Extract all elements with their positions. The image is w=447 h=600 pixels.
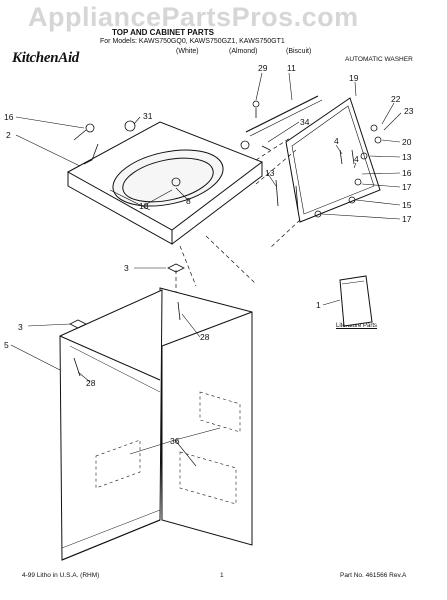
leader-lines: [10, 72, 402, 467]
washer-lid: [285, 97, 381, 223]
callout-6: 16: [4, 112, 14, 122]
literature-parts-label: Literature Parts: [336, 323, 378, 329]
color-white-label: (White): [176, 48, 199, 55]
product-label: AUTOMATIC WASHER: [345, 56, 413, 63]
callout-3-top: 3: [124, 263, 129, 273]
literature-booklet: [339, 275, 373, 327]
callout-8: 8: [186, 196, 191, 206]
diagram-title: TOP AND CABINET PARTS: [112, 28, 214, 37]
callout-4-top: 4: [334, 136, 339, 146]
callout-29: 29: [258, 63, 268, 73]
footer-page: 1: [220, 572, 224, 579]
callout-2: 2: [6, 130, 11, 140]
hinge-rod: [245, 95, 319, 133]
callout-13-right: 13: [402, 152, 412, 162]
callout-17-top: 17: [402, 182, 412, 192]
watermark: AppliancePartsPros.com: [28, 2, 359, 32]
callout-20: 20: [402, 137, 412, 147]
callout-22: 22: [391, 94, 401, 104]
footer-litho: 4-99 Litho in U.S.A. (RHM): [22, 572, 100, 579]
callout-3-bottom: 3: [18, 322, 23, 332]
color-almond-label: (Almond): [229, 48, 258, 55]
callout-16: 16: [402, 168, 412, 178]
callout-28-right: 28: [200, 332, 210, 342]
callout-28-left: 28: [86, 378, 96, 388]
washer-cabinet: [59, 287, 253, 561]
callout-5: 5: [4, 340, 9, 350]
color-biscuit-label: (Biscuit): [286, 48, 312, 55]
callout-34: 34: [300, 117, 310, 127]
callout-19: 19: [349, 73, 359, 83]
callout-1: 1: [316, 300, 321, 310]
callout-31: 31: [143, 111, 153, 121]
callout-13-left: 13: [265, 168, 275, 178]
footer-part-no: Part No. 461566 Rev.A: [340, 572, 407, 579]
callout-17-bottom: 17: [402, 214, 412, 224]
hardware-parts: [69, 100, 382, 377]
brand-logo: KitchenAid: [12, 50, 80, 66]
callout-23: 23: [404, 106, 414, 116]
callout-11: 11: [287, 63, 296, 73]
washer-top: [66, 121, 264, 245]
callout-4-bottom: 4: [354, 154, 359, 164]
callout-36: 36: [170, 436, 180, 446]
model-list: For Models: KAWS750GQ0, KAWS750GZ1, KAWS…: [100, 38, 285, 45]
callout-15: 15: [402, 200, 412, 210]
callout-18: 18: [139, 201, 149, 211]
